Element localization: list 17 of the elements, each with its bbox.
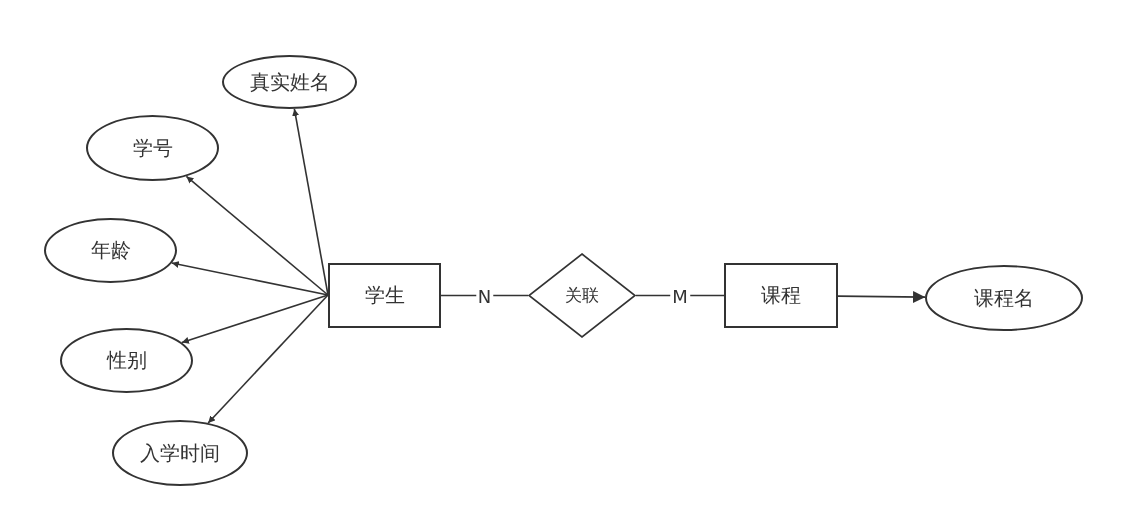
node-label: 课程名 (974, 284, 1034, 312)
connector (181, 294, 329, 344)
node-label: 课程 (761, 282, 801, 309)
connector (440, 294, 529, 297)
node-label: 学生 (364, 282, 405, 309)
node-label: 年龄 (90, 237, 131, 264)
node-label: 关联 (565, 284, 599, 307)
node-label: 性别 (106, 347, 147, 374)
entity-box (724, 263, 838, 328)
node-label: 入学时间 (140, 439, 220, 467)
entity-box (328, 263, 441, 328)
connector (185, 175, 329, 296)
node-label: 真实姓名 (249, 68, 330, 96)
connector (837, 291, 926, 303)
node-label: 学号 (132, 134, 173, 162)
relationship-diamond (528, 253, 636, 338)
connector (292, 108, 329, 296)
